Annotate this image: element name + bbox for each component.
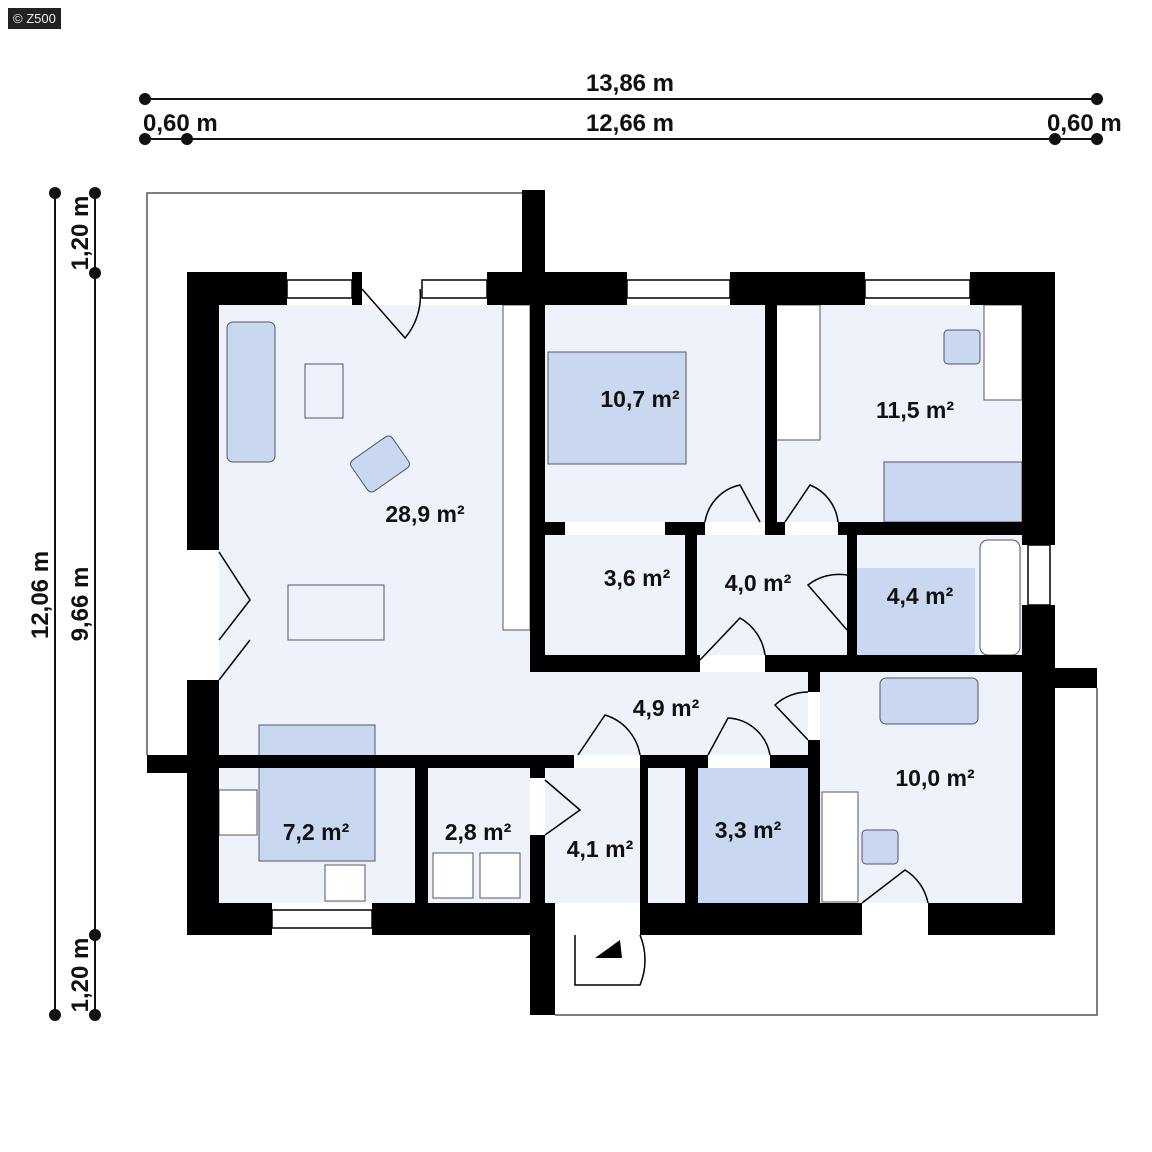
entrance-arrow-icon — [595, 940, 622, 958]
room-area-bedroom-2: 11,5 m² — [876, 397, 954, 423]
sofa-2 — [879, 677, 979, 725]
room-area-bathroom: 4,4 m² — [887, 583, 954, 609]
walls — [147, 190, 1097, 1015]
dim-inner-depth: 9,66 m — [67, 567, 94, 642]
washer — [432, 852, 474, 899]
dim-inner-width: 12,66 m — [586, 110, 674, 137]
wardrobe-cabinet — [775, 304, 821, 441]
dim-total-width: 13,86 m — [586, 70, 674, 97]
dryer — [479, 852, 521, 899]
windows — [271, 279, 1051, 929]
chair-2 — [861, 829, 899, 865]
dining-table — [287, 584, 385, 641]
bed-2 — [883, 461, 1023, 523]
bathroom-floor — [855, 568, 975, 656]
dim-total-depth: 12,06 m — [27, 551, 54, 639]
room-area-corridor: 4,9 m² — [633, 695, 700, 721]
bathtub — [979, 539, 1021, 656]
kitchen-island — [258, 724, 376, 862]
room-area-utility: 2,8 m² — [445, 819, 512, 845]
room-area-living: 28,9 m² — [385, 501, 465, 527]
room-area-wc: 3,3 m² — [715, 817, 782, 843]
bed — [547, 351, 687, 465]
dim-left-overhang: 0,60 m — [143, 110, 218, 137]
stair-cabinet — [502, 304, 531, 631]
room-area-kitchen: 7,2 m² — [283, 819, 350, 845]
room-area-wardrobe: 3,6 m² — [604, 565, 671, 591]
cooktop — [218, 789, 258, 836]
coffee-table — [304, 363, 344, 419]
armchair — [350, 435, 410, 493]
dim-top-overhang: 1,20 m — [67, 196, 94, 271]
watermark: © Z500 — [8, 8, 61, 29]
room-area-room-3: 10,0 m² — [895, 765, 975, 791]
doors — [218, 288, 929, 986]
terrace-outlines — [146, 192, 1098, 1016]
chair — [943, 329, 981, 365]
sink — [324, 864, 366, 902]
desk-2 — [821, 791, 859, 903]
furniture — [218, 304, 1023, 903]
desk — [983, 304, 1023, 401]
dim-right-overhang: 0,60 m — [1047, 110, 1122, 137]
sofa — [226, 321, 276, 463]
wc-floor — [698, 768, 808, 903]
dimension-lines — [49, 93, 1103, 1021]
room-area-hall: 4,0 m² — [725, 570, 792, 596]
room-area-entrance: 4,1 m² — [567, 836, 634, 862]
dim-bottom-overhang: 1,20 m — [67, 938, 94, 1013]
room-area-bedroom-1: 10,7 m² — [600, 386, 680, 412]
